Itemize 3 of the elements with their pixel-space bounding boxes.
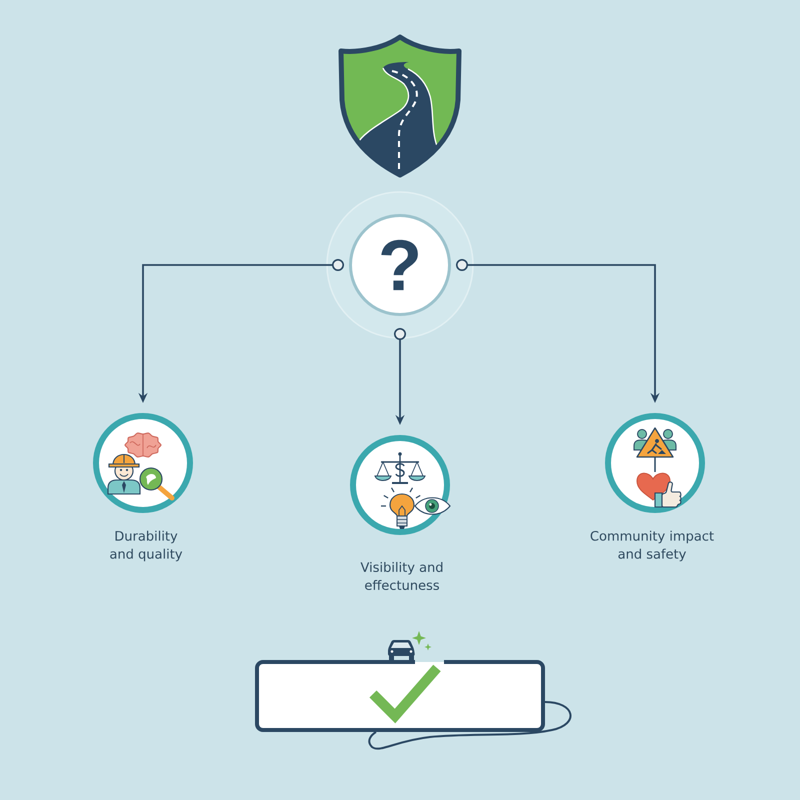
node-label: Visibility and effectuness bbox=[360, 562, 442, 590]
node-label: Durability and quality bbox=[110, 530, 182, 562]
node-label: Community impact and safety bbox=[590, 530, 714, 562]
